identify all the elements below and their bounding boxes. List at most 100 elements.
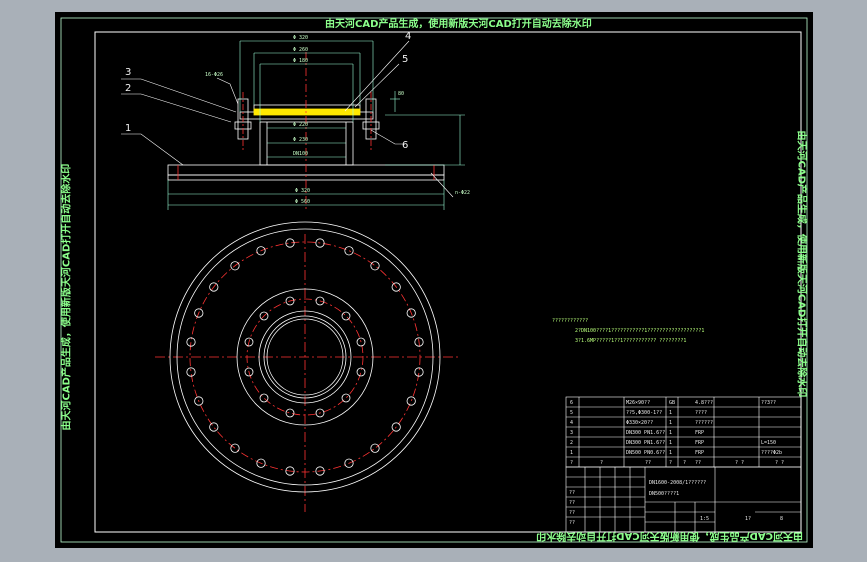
plan-view <box>155 221 460 512</box>
inner-bolt-hole <box>285 408 295 418</box>
bom-cell-spec: 1 <box>669 450 672 456</box>
dim-d8: Φ 560 <box>295 199 310 205</box>
outer-bolt-hole <box>370 261 380 271</box>
bom-cell-name: DN500 PN0.6?? <box>626 450 665 456</box>
dim-d7: Φ 320 <box>295 188 310 194</box>
inner-bolt-hole <box>244 367 254 377</box>
bom-cell-no: 3 <box>570 430 573 436</box>
bom-cell-no: 2 <box>570 440 573 446</box>
outer-bolt-hole <box>209 422 219 432</box>
bom-cell-note: ??3?? <box>761 400 776 406</box>
bolt-circle-outer <box>189 241 421 473</box>
bom-header-cell: ? ? <box>775 460 784 466</box>
bom-header-cell: ? <box>669 460 672 466</box>
bom-cell-name: ??5,Φ300-1?? <box>626 410 662 416</box>
bom-header-cell: ?? <box>645 460 651 466</box>
outer-bolt-hole <box>344 246 354 256</box>
title-block <box>565 466 802 533</box>
outer-bolt-hole <box>285 238 295 248</box>
elevation-view <box>121 40 465 212</box>
bom-cell-note: ????Φ2b <box>761 450 782 456</box>
dim-bolt: 16-Φ26 <box>205 72 223 78</box>
leader-1: 1 <box>125 123 131 134</box>
inner-bolt-hole <box>341 311 351 321</box>
bolt-right <box>365 98 377 140</box>
inner-bolt-hole <box>356 337 366 347</box>
outer-bolt-hole <box>230 443 240 453</box>
leader-6: 6 <box>402 140 408 151</box>
inner-bolt-hole <box>285 296 295 306</box>
tb-scale: 1:5 <box>700 516 709 522</box>
outer-bolt-hole <box>256 246 266 256</box>
bom-header-cell: ? <box>600 460 603 466</box>
tb-row-4: ?? <box>569 520 575 526</box>
bom-cell-note: L=150 <box>761 440 776 446</box>
bom-header-cell: ? <box>570 460 573 466</box>
dim-d6: DN100 <box>293 151 308 157</box>
bom-cell-qty: ???? <box>695 410 707 416</box>
bolt-left <box>237 98 249 140</box>
dim-d4: Φ 220 <box>293 122 308 128</box>
drawing-sheet: 3 2 1 4 5 6 Φ 320 Φ 260 Φ 180 Φ 220 Φ 23… <box>60 17 808 543</box>
outer-bolt-hole <box>186 337 196 347</box>
leader-3: 3 <box>125 67 131 78</box>
bom-cell-spec: 1 <box>669 440 672 446</box>
bom-cell-name: Φ330×20?? <box>626 420 653 426</box>
outer-bolt-hole <box>285 466 295 476</box>
outer-bolt-hole <box>256 458 266 468</box>
outer-bolt-hole <box>315 238 325 248</box>
bom-cell-no: 4 <box>570 420 573 426</box>
outer-bolt-hole <box>344 458 354 468</box>
bom-cell-spec: GB <box>669 400 675 406</box>
tb-code: DN500????1 <box>649 491 679 497</box>
tb-page: 8 <box>780 516 783 522</box>
bom-table <box>565 396 802 468</box>
inner-bolt-hole <box>259 393 269 403</box>
inner-bolt-hole <box>315 296 325 306</box>
outer-bolt-hole <box>186 367 196 377</box>
dim-d2: Φ 260 <box>293 47 308 53</box>
inner-bolt-hole <box>244 337 254 347</box>
gasket <box>253 108 361 116</box>
outer-bolt-hole <box>230 261 240 271</box>
bolt-circle-inner <box>246 298 364 416</box>
dim-d3: Φ 180 <box>293 58 308 64</box>
bom-cell-name: M26×90?? <box>626 400 650 406</box>
outer-border <box>60 17 808 543</box>
inner-bolt-hole <box>356 367 366 377</box>
leader-4: 4 <box>405 31 411 42</box>
bom-cell-qty: ?????? <box>695 420 713 426</box>
bom-cell-qty: FRP <box>695 450 704 456</box>
watermark-right: 由天河CAD产品生成，使用新版天河CAD打开自动去除水印 <box>795 130 807 398</box>
dim-side1: n-Φ22 <box>455 190 470 196</box>
notes-title: ???????????? <box>552 318 588 324</box>
bom-header-cell: ? ? <box>735 460 744 466</box>
tb-row-2: ?? <box>569 500 575 506</box>
bom-cell-qty: FRP <box>695 440 704 446</box>
outer-bolt-hole <box>391 282 401 292</box>
bom-cell-no: 6 <box>570 400 573 406</box>
tb-row-3: ?? <box>569 510 575 516</box>
tb-sheet: 1? <box>745 516 751 522</box>
watermark-bottom: 由天河CAD产品生成，使用新版天河CAD打开自动去除水印 <box>536 530 803 541</box>
pipe-body <box>259 121 354 166</box>
outer-bolt-hole <box>414 337 424 347</box>
bom-cell-no: 5 <box>570 410 573 416</box>
outer-bolt-hole <box>370 443 380 453</box>
bom-header-cell: ? <box>683 460 686 466</box>
dim-d5: Φ 230 <box>293 137 308 143</box>
bom-cell-no: 1 <box>570 450 573 456</box>
inner-bolt-hole <box>259 311 269 321</box>
bom-cell-spec: 1 <box>669 420 672 426</box>
bom-header-cell: ?? <box>695 460 701 466</box>
dim-side2: 80 <box>398 91 404 97</box>
notes-line2: 3?1.6MP?????1??1??????????? ????????1 <box>575 338 686 344</box>
leader-5: 5 <box>402 54 408 65</box>
dim-d1: Φ 320 <box>293 35 308 41</box>
outer-bolt-hole <box>406 308 416 318</box>
drawing-canvas[interactable]: 3 2 1 4 5 6 Φ 320 Φ 260 Φ 180 Φ 220 Φ 23… <box>55 12 813 548</box>
bom-cell-spec: 1 <box>669 430 672 436</box>
outer-bolt-hole <box>414 367 424 377</box>
outer-bolt-hole <box>194 308 204 318</box>
